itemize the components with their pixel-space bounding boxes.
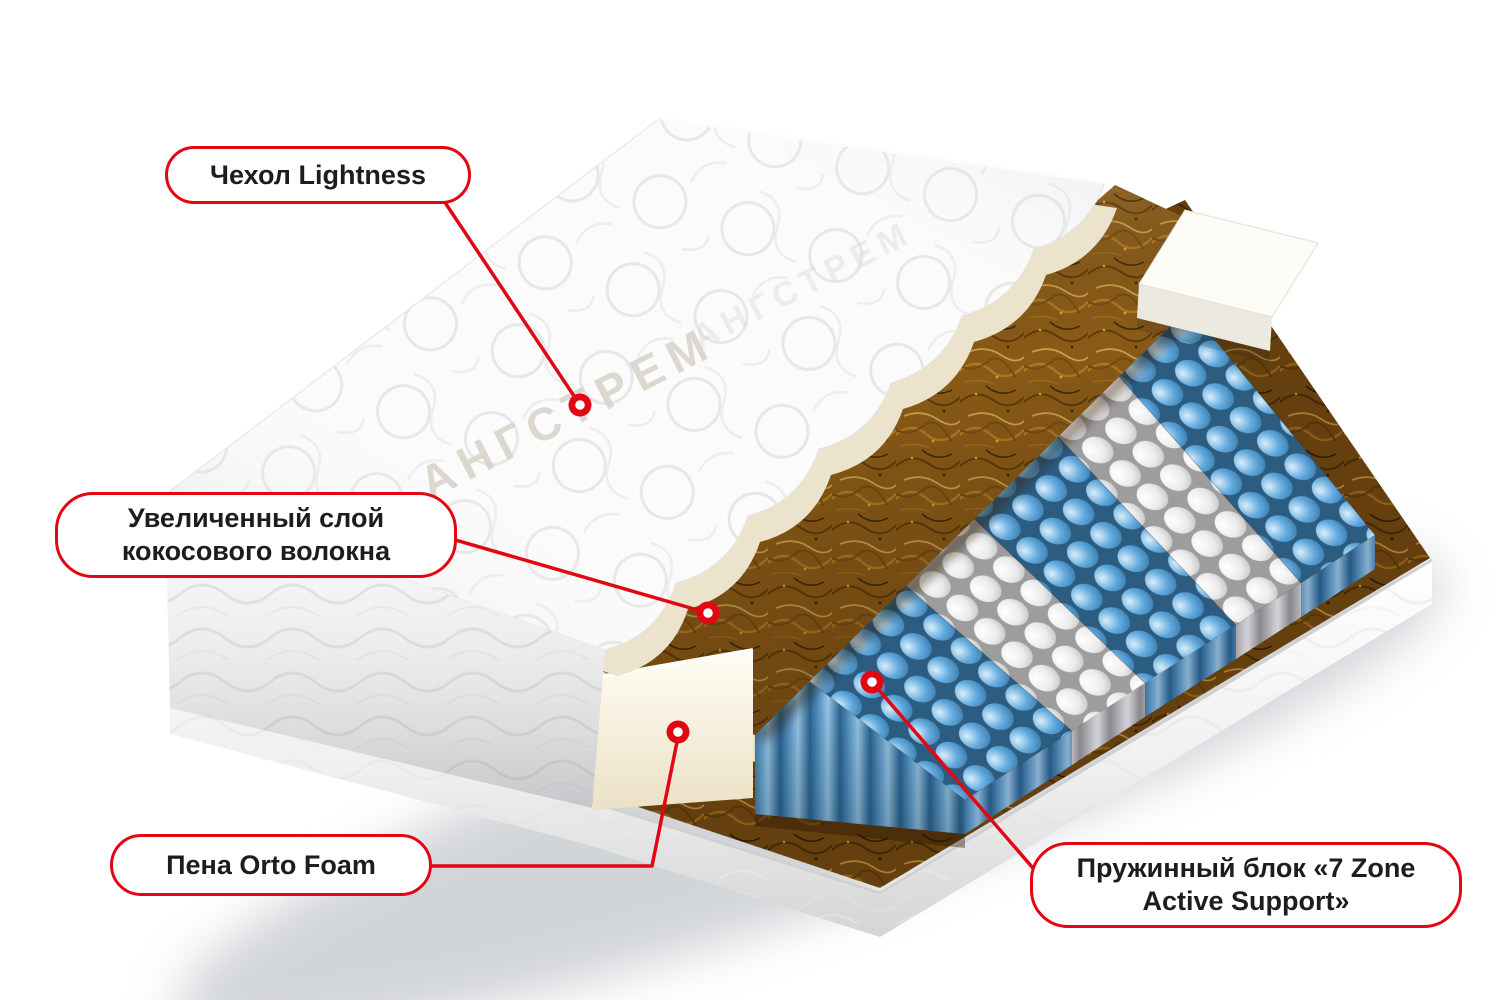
far-foam-block-top xyxy=(1138,209,1319,318)
callout-leaders xyxy=(418,193,1047,884)
callout-foam: Пена Orto Foam xyxy=(110,834,432,896)
far-foam-block xyxy=(1137,209,1319,363)
leader-line-coir xyxy=(443,535,710,615)
coir-strip-shading xyxy=(575,185,1250,735)
callout-cover-label: Чехол Lightness xyxy=(210,159,426,190)
spring-side-shade xyxy=(965,535,1375,834)
cover-ridge-highlight xyxy=(659,116,1106,184)
callout-coir-layer-label: Увеличенный слой кокосового волокна xyxy=(121,503,391,566)
leader-line-springs xyxy=(870,680,1047,884)
marker-dot-springs xyxy=(860,670,884,694)
spring-front-coils-shadow xyxy=(755,814,965,848)
marker-dot-foam xyxy=(666,720,690,744)
callout-cover: Чехол Lightness xyxy=(165,146,471,204)
base-rim-wave-stitch xyxy=(170,560,1432,937)
callout-spring-block-label: Пружинный блок «7 Zone Active Support» xyxy=(1076,853,1416,916)
spring-side-1-blue xyxy=(965,731,1072,834)
marker-dot-cover xyxy=(568,393,592,417)
spring-side-3-blue xyxy=(1145,625,1236,717)
callout-spring-block: Пружинный блок «7 Zone Active Support» xyxy=(1030,842,1462,928)
spring-side-2-white xyxy=(1072,683,1145,765)
callout-foam-label: Пена Orto Foam xyxy=(166,849,376,880)
coir-strip-cast-shadow xyxy=(755,247,1257,743)
leader-line-cover xyxy=(438,193,582,407)
marker-dot-coir xyxy=(696,601,720,625)
far-foam-block-front xyxy=(1137,284,1272,351)
far-foam-block-shadow xyxy=(1137,318,1270,363)
spring-side-5-blue xyxy=(1301,535,1375,617)
spring-side-4-white xyxy=(1236,583,1301,659)
leader-line-foam xyxy=(418,735,680,868)
callout-coir-layer: Увеличенный слой кокосового волокна xyxy=(55,492,457,578)
callout-markers xyxy=(568,393,884,744)
